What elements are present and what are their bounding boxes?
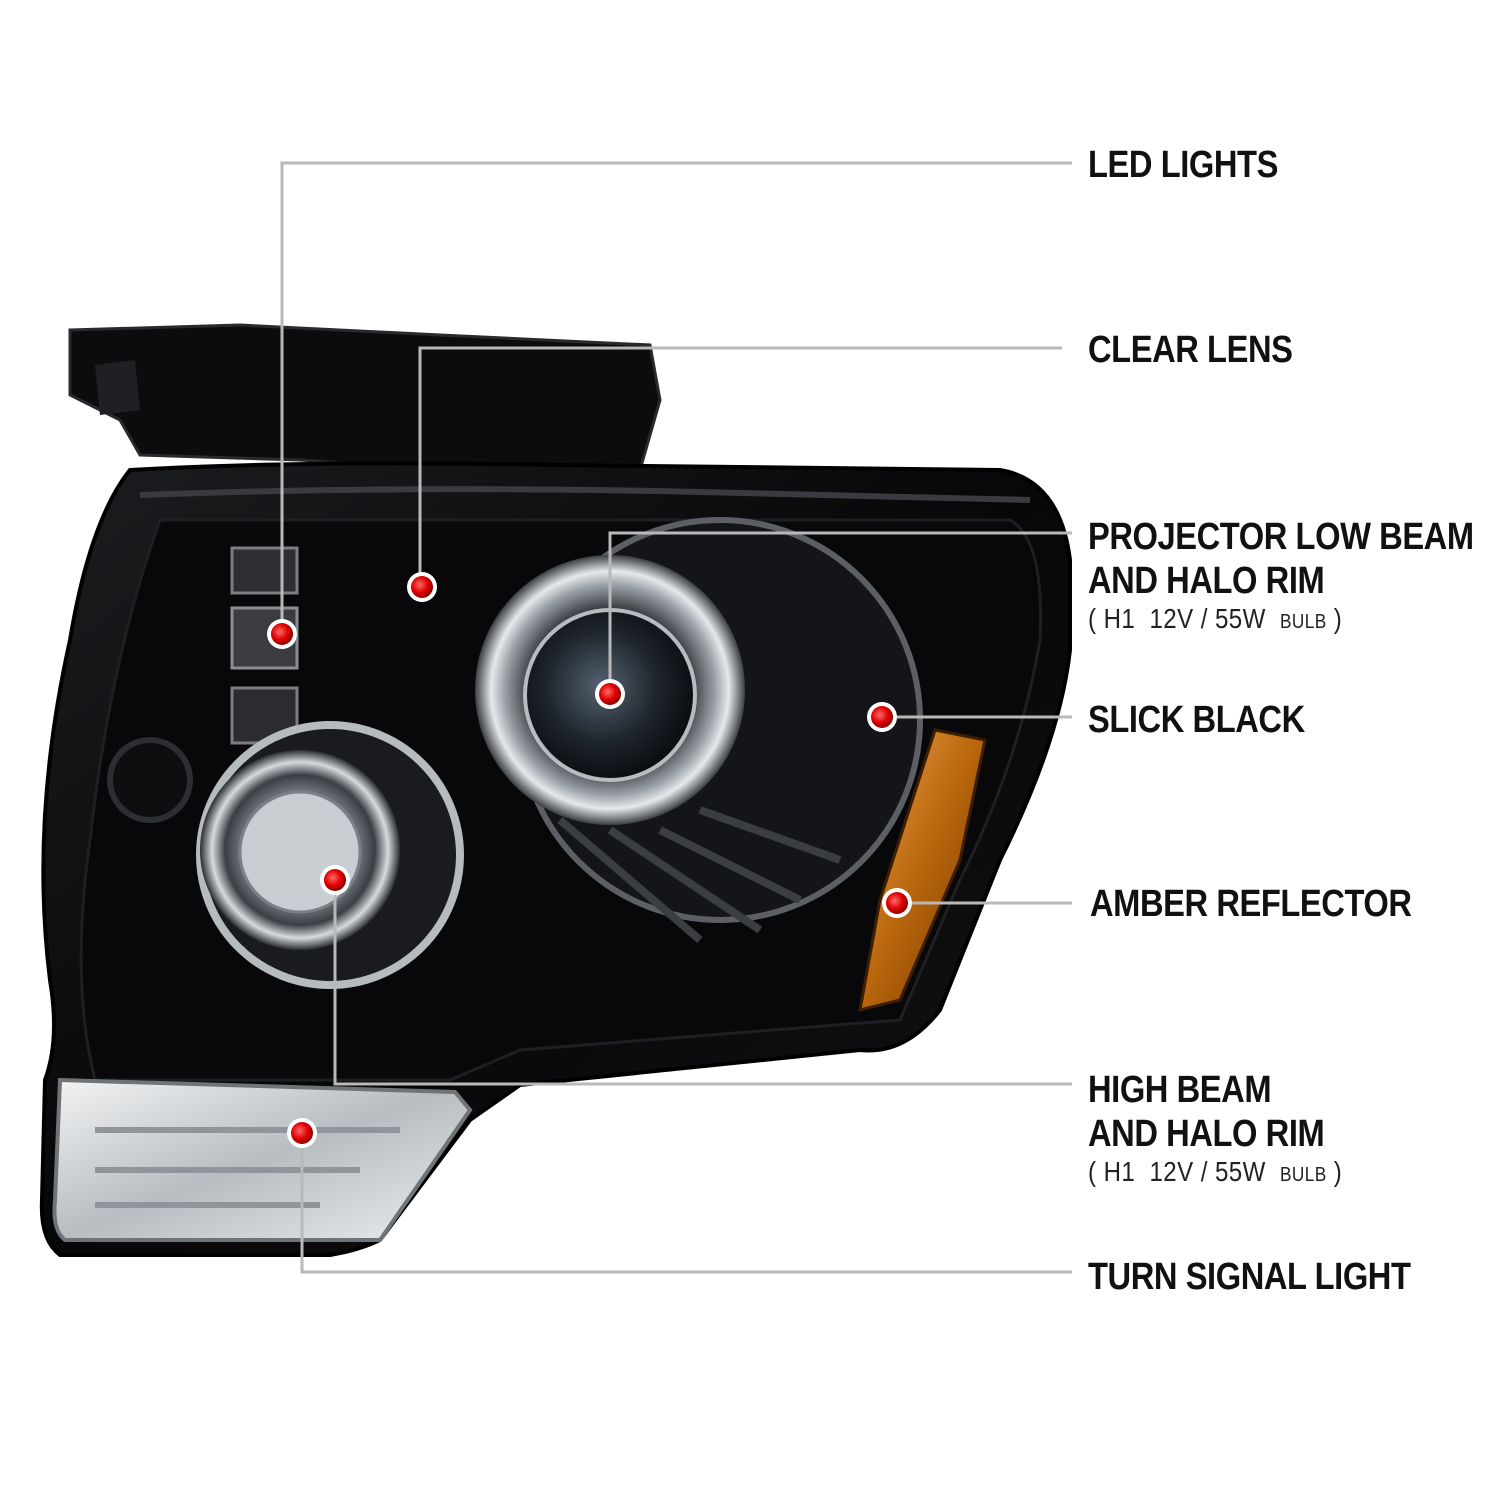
leader-line [333, 880, 1072, 1086]
callout-clear-lens: CLEAR LENS [1088, 328, 1293, 372]
marker-dot [271, 623, 293, 645]
leader-line [608, 531, 1072, 694]
callout-amber-reflector: AMBER REFLECTOR [1090, 882, 1412, 926]
marker-dot [324, 869, 346, 891]
marker-dot [871, 706, 893, 728]
bulb-spec: ( H1 12V / 55W BULB ) [1088, 603, 1474, 638]
spec-paren-close: ) [1333, 1156, 1343, 1187]
side-ring [107, 737, 193, 823]
headlight-housing [39, 323, 1072, 1257]
spec-rating: 12V / 55W [1149, 603, 1266, 634]
marker-dot [886, 892, 908, 914]
leader-line [418, 346, 1062, 587]
callout-label-text: TURN SIGNAL LIGHT [1088, 1256, 1411, 1298]
marker-dot [599, 683, 621, 705]
callout-led-lights: LED LIGHTS [1088, 143, 1278, 187]
turn-signal-detail [95, 1127, 400, 1208]
callout-label-text: LED LIGHTS [1088, 144, 1278, 186]
spec-paren-open: ( [1088, 603, 1097, 634]
spec-rating: 12V / 55W [1149, 1156, 1266, 1187]
bracket-tab [95, 360, 140, 415]
led-block-1 [230, 546, 299, 595]
marker-dot [291, 1122, 313, 1144]
bulb-spec: ( H1 12V / 55W BULB ) [1088, 1156, 1342, 1191]
spec-unit: BULB [1280, 611, 1327, 633]
callout-high-beam: HIGH BEAM AND HALO RIM ( H1 12V / 55W BU… [1088, 1068, 1342, 1191]
callout-label-text-line2: AND HALO RIM [1088, 1113, 1325, 1155]
spec-bulb-type: H1 [1103, 603, 1136, 634]
amber-reflector-lens [858, 728, 987, 1013]
callout-slick-black: SLICK BLACK [1088, 698, 1305, 742]
callout-leaders [267, 161, 1072, 1274]
callout-label-text-line2: AND HALO RIM [1088, 560, 1325, 602]
bezel-trim [139, 486, 1031, 503]
callout-turn-signal: TURN SIGNAL LIGHT [1088, 1255, 1411, 1299]
callout-label-text: CLEAR LENS [1088, 329, 1293, 371]
spec-unit: BULB [1280, 1164, 1327, 1186]
turn-signal-lens [52, 1077, 473, 1242]
spec-paren-close: ) [1333, 603, 1343, 634]
callout-label-text: SLICK BLACK [1088, 699, 1305, 741]
callout-label-text: HIGH BEAM [1088, 1069, 1272, 1111]
spec-paren-open: ( [1088, 1156, 1097, 1187]
leader-line [280, 161, 1072, 634]
spec-bulb-type: H1 [1103, 1156, 1136, 1187]
high-beam-bulb [238, 790, 362, 914]
callout-label-text: AMBER REFLECTOR [1090, 883, 1412, 925]
callout-label-text: PROJECTOR LOW BEAM [1088, 516, 1474, 558]
shroud-ribs [557, 806, 842, 944]
led-block-2 [230, 606, 299, 670]
callout-projector-low-beam: PROJECTOR LOW BEAM AND HALO RIM ( H1 12V… [1088, 515, 1474, 638]
marker-dot [411, 576, 433, 598]
leader-line [300, 1133, 1072, 1274]
